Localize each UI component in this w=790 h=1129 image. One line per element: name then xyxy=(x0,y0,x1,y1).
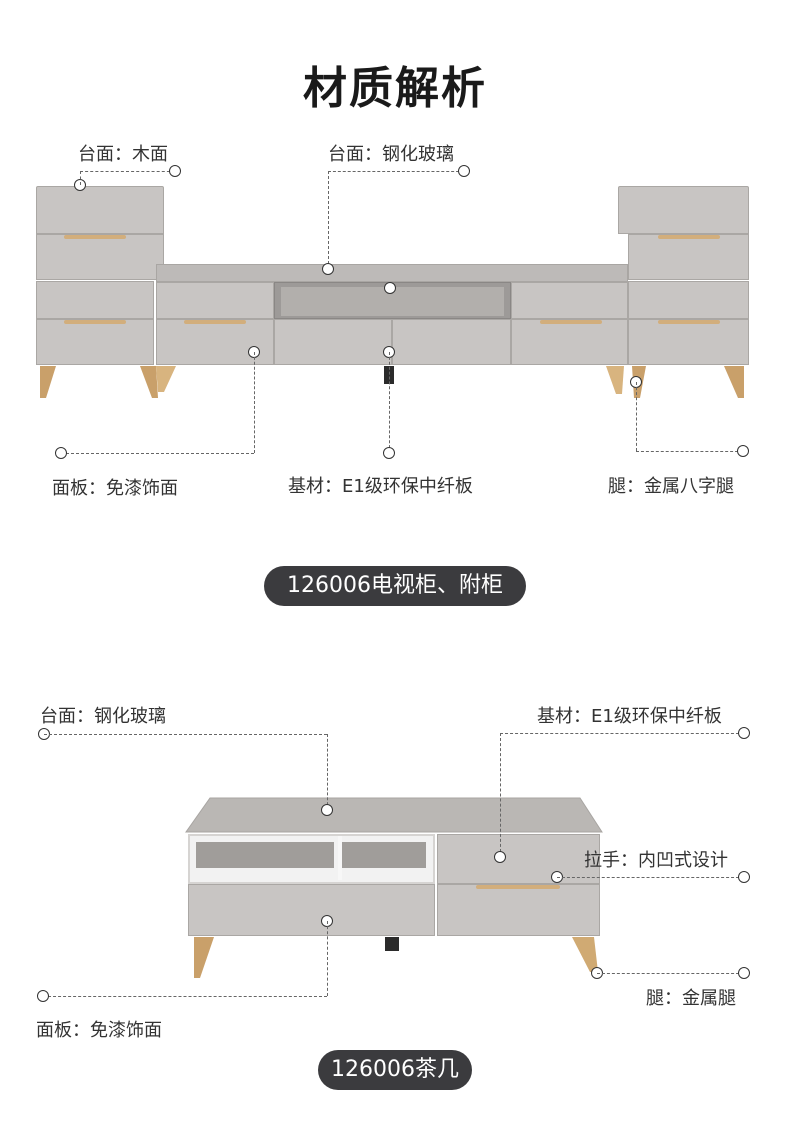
tv-cabinet-glass-top xyxy=(156,264,628,282)
right-cabinet-drawer-4 xyxy=(628,319,749,365)
left-cabinet-drawer-2 xyxy=(36,234,164,280)
marker-dot xyxy=(55,447,67,459)
cable-grommet xyxy=(385,937,399,951)
label-top-wood: 台面：木面 xyxy=(78,144,168,165)
marker-dot xyxy=(494,851,506,863)
right-cabinet-top-drawer xyxy=(618,186,749,234)
caption-tv-cabinet: 126006电视柜、附柜 xyxy=(264,566,526,606)
handle xyxy=(184,320,246,324)
caption-coffee-table: 126006茶几 xyxy=(318,1050,472,1090)
coffee-table-open-shelf xyxy=(188,834,435,884)
label-top-glass-2: 台面：钢化玻璃 xyxy=(40,706,166,727)
tv-cabinet-drawer xyxy=(511,282,628,319)
marker-dot xyxy=(37,990,49,1002)
label-handle: 拉手：内凹式设计 xyxy=(584,850,728,871)
coffee-table-drawer xyxy=(437,834,600,884)
handle xyxy=(658,320,720,324)
label-base-2: 基材：E1级环保中纤板 xyxy=(537,706,722,727)
marker-dot xyxy=(384,282,396,294)
tv-cabinet-drawer xyxy=(274,319,392,365)
left-cabinet-drawer-3 xyxy=(36,281,154,319)
marker-dot xyxy=(738,967,750,979)
label-legs: 腿：金属八字腿 xyxy=(608,476,734,497)
marker-dot xyxy=(321,804,333,816)
handle xyxy=(540,320,602,324)
handle xyxy=(64,320,126,324)
handle xyxy=(64,235,126,239)
coffee-table-drawer xyxy=(437,884,600,936)
label-top-glass: 台面：钢化玻璃 xyxy=(328,144,454,165)
marker-dot xyxy=(737,445,749,457)
left-cabinet-drawer-4 xyxy=(36,319,154,365)
coffee-table-top xyxy=(185,797,603,833)
left-cabinet-top-drawer xyxy=(36,186,164,234)
tv-cabinet-drawer xyxy=(511,319,628,365)
coffee-table-drawer xyxy=(188,884,435,936)
marker-dot xyxy=(738,871,750,883)
marker-dot xyxy=(322,263,334,275)
page-title: 材质解析 xyxy=(303,63,487,114)
tv-cabinet-drawer xyxy=(156,282,274,319)
marker-dot xyxy=(383,447,395,459)
label-panel-2: 面板：免漆饰面 xyxy=(36,1020,162,1041)
right-cabinet-drawer-3 xyxy=(628,281,749,319)
handle xyxy=(658,235,720,239)
label-base: 基材：E1级环保中纤板 xyxy=(288,476,473,497)
tv-cabinet-drawer xyxy=(392,319,511,365)
gold-legs xyxy=(194,937,598,978)
marker-dot xyxy=(738,727,750,739)
marker-dot xyxy=(458,165,470,177)
label-legs-2: 腿：金属腿 xyxy=(646,988,736,1009)
gold-legs xyxy=(40,366,744,398)
recessed-handle xyxy=(476,885,560,889)
label-panel: 面板：免漆饰面 xyxy=(52,478,178,499)
marker-dot xyxy=(169,165,181,177)
right-cabinet-drawer-2 xyxy=(628,234,749,280)
